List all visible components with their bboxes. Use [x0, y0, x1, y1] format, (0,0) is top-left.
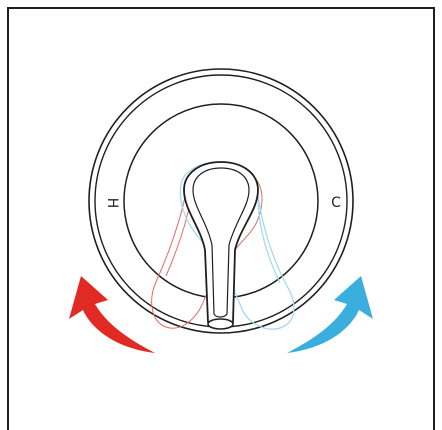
handle-lever: [183, 161, 259, 330]
frame-border: [7, 7, 435, 430]
hot-label: H: [104, 198, 120, 209]
outer-ring: [88, 68, 354, 334]
hot-direction-arrow-icon: [69, 276, 155, 353]
cold-direction-arrow-icon: [287, 276, 373, 353]
cold-label: C: [331, 195, 341, 211]
